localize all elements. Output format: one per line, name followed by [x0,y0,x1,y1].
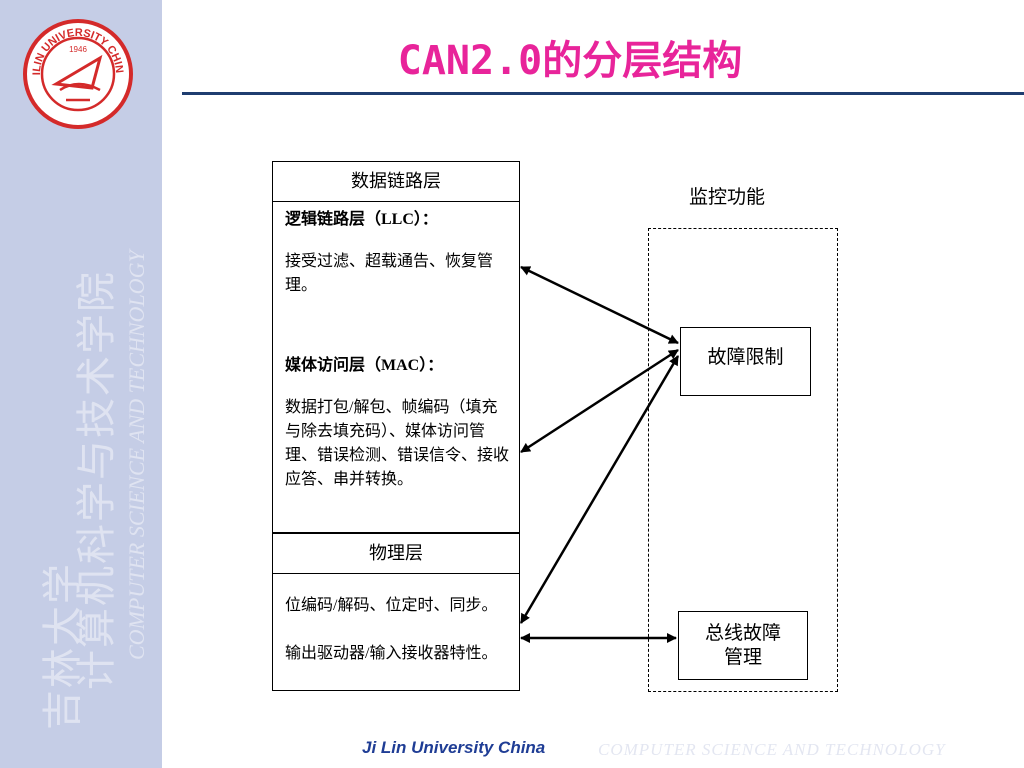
llc-title: 逻辑链路层（LLC）： [285,211,438,228]
data-link-layer-header: 数据链路层 [272,161,520,202]
data-link-layer-box [272,161,520,533]
bus-fault-label-line2: 管理 [723,647,762,668]
arrow-llc-fault [520,265,679,345]
physical-description-1: 位编码/解码、位定时、同步。 [285,597,498,614]
title-divider [182,92,1024,95]
mac-description: 数据打包/解包、帧编码（填充与除去填充码）、媒体访问管理、错误检测、错误信令、接… [285,399,510,488]
fault-confinement-label: 故障限制 [707,347,784,368]
logo-year: 1946 [69,45,87,54]
arrow-physical-fault [519,355,680,624]
mac-title: 媒体访问层（MAC）： [285,357,444,374]
footer-university: Ji Lin University China [362,738,546,757]
bus-fault-management-box: 总线故障 管理 [678,611,808,680]
university-logo: JILIN UNIVERSITY CHINA 1946 [22,18,133,129]
llc-description: 接受过滤、超载通告、恢复管理。 [285,253,494,294]
physical-layer-box [272,573,520,691]
monitor-label: 监控功能 [689,187,766,208]
footer-department: COMPUTER SCIENCE AND TECHNOLOGY [598,740,946,759]
physical-description-2: 输出驱动器/输入接收器特性。 [285,645,498,662]
page-title: CAN2.0的分层结构 [397,38,743,84]
physical-layer-header: 物理层 [272,533,520,574]
fault-confinement-box: 故障限制 [680,327,811,396]
arrow-mac-fault [520,348,679,454]
sidebar: JILIN UNIVERSITY CHINA 1946 吉林大学 计算机科学与技… [0,0,162,768]
bus-fault-label-line1: 总线故障 [704,623,781,644]
